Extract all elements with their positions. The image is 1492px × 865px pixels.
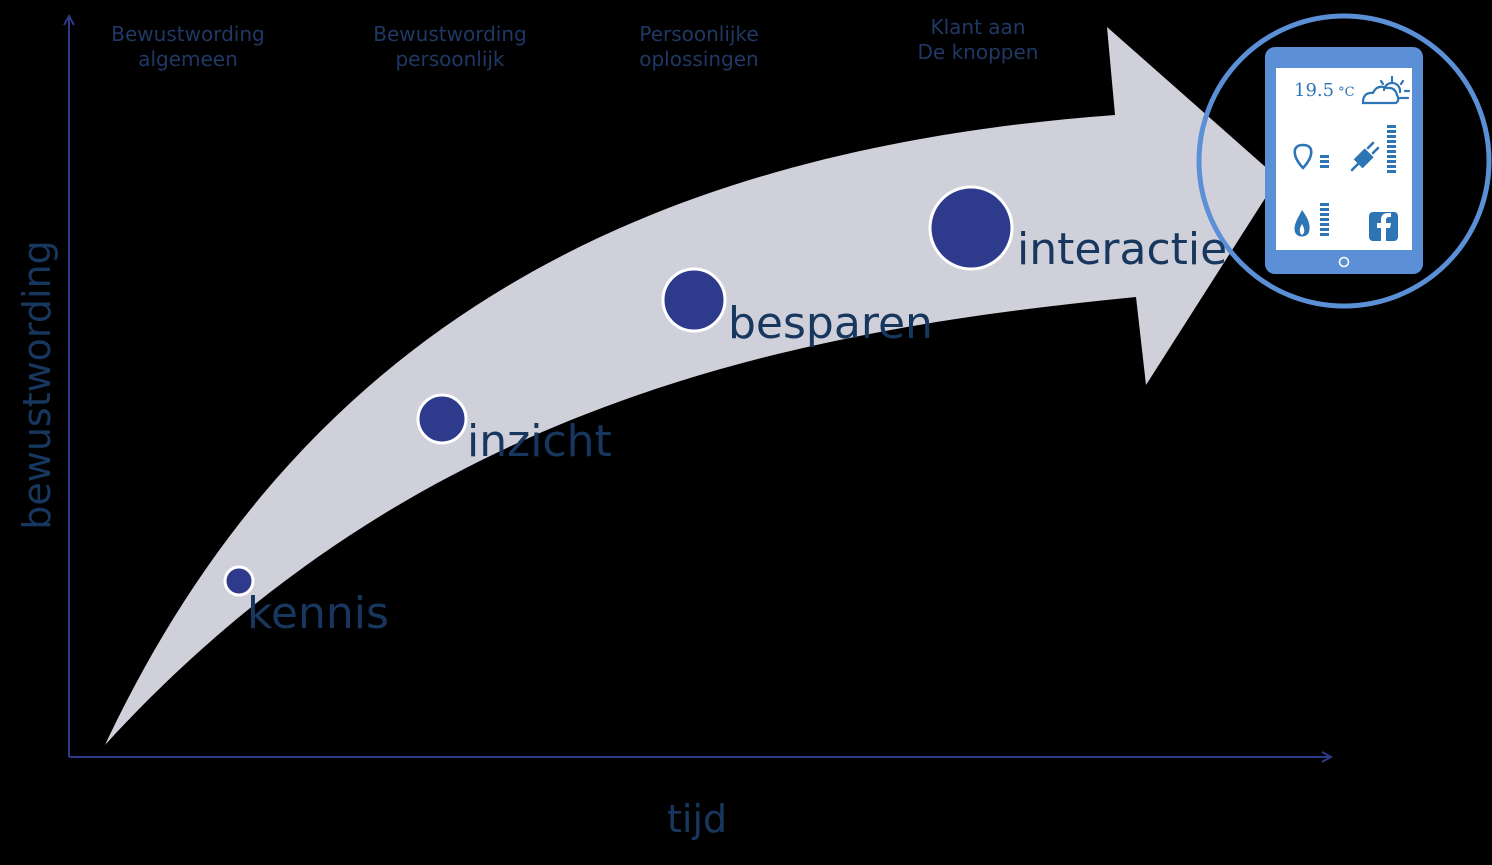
phase-label-bewustwording-algemeen: Bewustwording algemeen: [111, 22, 265, 71]
tablet-highlight-circle: [1196, 13, 1492, 309]
facebook-icon: [1369, 212, 1398, 241]
weather-partly-sunny-icon: [1361, 75, 1411, 105]
stage-label-kennis: kennis: [247, 588, 389, 639]
tablet-temperature: 19.5°C: [1294, 80, 1355, 101]
location-pin-icon: [1293, 143, 1313, 170]
gas-level-bars: [1320, 203, 1329, 236]
stage-dot-kennis: [223, 565, 255, 597]
phase-label-bewustwording-persoonlijk: Bewustwording persoonlijk: [373, 22, 527, 71]
phase-label-klant-aan-de-knoppen: Klant aan De knoppen: [917, 15, 1039, 64]
stage-dot-besparen: [661, 267, 727, 333]
phase-label-persoonlijke-oplossingen: Persoonlijke oplossingen: [639, 22, 759, 71]
plug-icon: [1350, 141, 1380, 172]
y-axis-label: bewustwording: [15, 240, 59, 530]
stage-label-interactie: interactie: [1017, 224, 1228, 275]
tablet-temperature-value: 19.5: [1294, 80, 1335, 101]
stage-dot-interactie: [928, 185, 1014, 271]
pin-level-bars: [1320, 155, 1329, 168]
plug-level-bars: [1387, 125, 1396, 173]
stage-dot-inzicht: [416, 393, 468, 445]
home-button-icon: [1338, 256, 1350, 268]
gas-flame-icon: [1294, 210, 1310, 237]
stage-label-inzicht: inzicht: [467, 416, 612, 467]
x-axis-label: tijd: [667, 797, 728, 841]
tablet-temperature-unit: °C: [1338, 85, 1355, 100]
stage-label-besparen: besparen: [728, 298, 933, 349]
